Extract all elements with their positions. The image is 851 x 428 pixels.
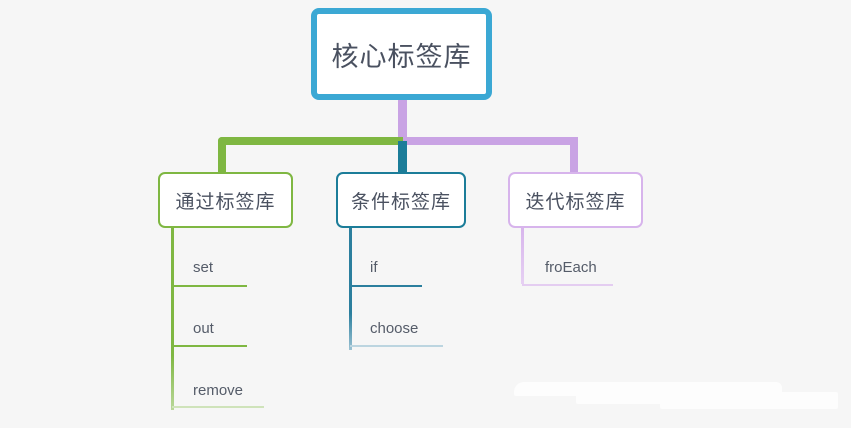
branch-spine-pass <box>171 228 174 410</box>
branch-spine-iteration <box>521 226 524 284</box>
leaf-item-out[interactable]: out <box>193 320 214 337</box>
connector-elbow-left <box>218 137 226 175</box>
leaf-underline-choose <box>350 345 443 347</box>
connector-bus-left <box>218 137 403 145</box>
leaf-item-set[interactable]: set <box>193 259 214 276</box>
node-branch-pass[interactable]: 通过标签库 <box>158 172 293 228</box>
leaf-underline-remove <box>172 406 264 408</box>
branch-spine-condition <box>349 228 352 350</box>
node-branch-condition[interactable]: 条件标签库 <box>336 172 466 228</box>
connector-root-stem <box>398 99 407 144</box>
node-root[interactable]: 核心标签库 <box>311 8 492 100</box>
leaf-underline-set <box>172 285 247 287</box>
leaf-underline-froeach <box>522 284 613 286</box>
connector-elbow-right <box>570 137 578 175</box>
leaf-item-froeach[interactable]: froEach <box>545 259 597 276</box>
leaf-item-if[interactable]: if <box>370 259 378 276</box>
node-branch-iteration[interactable]: 迭代标签库 <box>508 172 643 228</box>
leaf-item-choose[interactable]: choose <box>370 320 419 337</box>
background-artifact <box>576 392 838 404</box>
connector-middle-drop <box>398 141 407 177</box>
leaf-underline-if <box>350 285 422 287</box>
background-artifact <box>660 400 838 409</box>
connector-bus-right <box>403 137 578 145</box>
background-artifact <box>514 382 782 396</box>
leaf-underline-out <box>172 345 247 347</box>
leaf-item-remove[interactable]: remove <box>193 382 244 399</box>
